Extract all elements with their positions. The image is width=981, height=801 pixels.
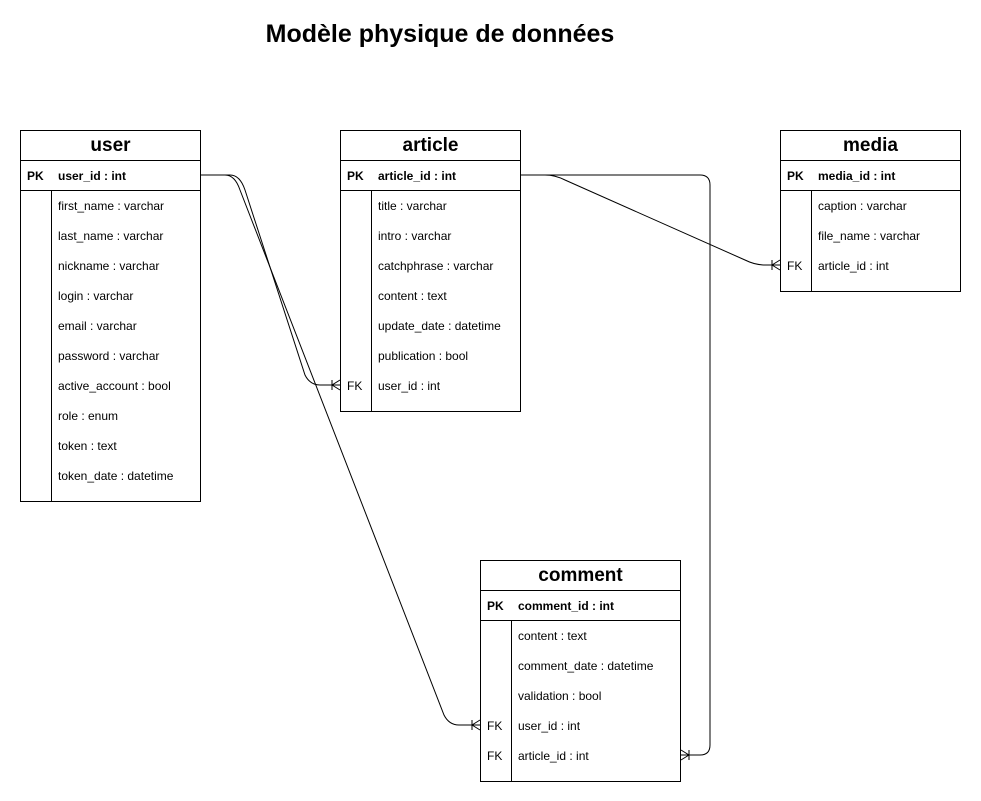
field-row: FK article_id : int: [781, 251, 960, 281]
field-row: nickname : varchar: [21, 251, 200, 281]
field-name: update_date : datetime: [378, 319, 501, 333]
field-name: article_id : int: [518, 749, 589, 763]
field-row: last_name : varchar: [21, 221, 200, 251]
field-name: password : varchar: [58, 349, 160, 363]
field-row: token_date : datetime: [21, 461, 200, 491]
entity-article[interactable]: article PK article_id : int title : varc…: [340, 130, 521, 412]
field-name: user_id : int: [518, 719, 581, 733]
field-name: caption : varchar: [818, 199, 907, 213]
field-name: content : text: [518, 629, 587, 643]
entity-user[interactable]: user PK user_id : int first_name : varch…: [20, 130, 201, 502]
field-name: role : enum: [58, 409, 119, 423]
body-padding: [481, 771, 680, 781]
field-row: token : text: [21, 431, 200, 461]
field-row: comment_date : datetime: [481, 651, 680, 681]
field-name: login : varchar: [58, 289, 134, 303]
crowsfoot-icon: [771, 259, 781, 271]
field-name: token_date : datetime: [58, 469, 174, 483]
field-name: article_id : int: [818, 259, 889, 273]
entity-header: comment: [481, 561, 680, 591]
key-marker: PK: [27, 168, 44, 183]
field-row: login : varchar: [21, 281, 200, 311]
field-row: update_date : datetime: [341, 311, 520, 341]
field-name: comment_date : datetime: [518, 659, 654, 673]
relation-article-media: [521, 174, 780, 266]
field-row: content : text: [481, 621, 680, 651]
key-marker: PK: [487, 598, 504, 613]
entity-fields: title : varchar intro : varchar catchphr…: [341, 191, 520, 411]
relation-user-article: [201, 174, 340, 386]
crowsfoot-icon: [471, 719, 481, 731]
body-padding: [781, 281, 960, 291]
field-row: catchphrase : varchar: [341, 251, 520, 281]
field-name: nickname : varchar: [58, 259, 160, 273]
entity-fields: content : text comment_date : datetime v…: [481, 621, 680, 781]
field-row: password : varchar: [21, 341, 200, 371]
field-row: FK user_id : int: [341, 371, 520, 401]
field-name: validation : bool: [518, 689, 602, 703]
entity-fields: first_name : varchar last_name : varchar…: [21, 191, 200, 501]
crowsfoot-icon: [680, 749, 690, 761]
field-name: intro : varchar: [378, 229, 452, 243]
field-row: FK user_id : int: [481, 711, 680, 741]
primary-key-row: PK user_id : int: [21, 161, 200, 191]
key-marker: FK: [347, 379, 363, 393]
field-name: media_id : int: [818, 168, 896, 183]
field-row: email : varchar: [21, 311, 200, 341]
field-name: content : text: [378, 289, 447, 303]
field-row: caption : varchar: [781, 191, 960, 221]
field-name: email : varchar: [58, 319, 137, 333]
field-name: comment_id : int: [518, 598, 615, 613]
key-marker: PK: [347, 168, 364, 183]
key-marker: FK: [487, 749, 503, 763]
field-row: active_account : bool: [21, 371, 200, 401]
field-name: token : text: [58, 439, 117, 453]
field-row: FK article_id : int: [481, 741, 680, 771]
primary-key-row: PK comment_id : int: [481, 591, 680, 621]
field-name: user_id : int: [58, 168, 127, 183]
field-name: catchphrase : varchar: [378, 259, 494, 273]
entity-header: user: [21, 131, 200, 161]
crowsfoot-icon: [331, 379, 341, 391]
field-row: publication : bool: [341, 341, 520, 371]
field-row: intro : varchar: [341, 221, 520, 251]
field-name: title : varchar: [378, 199, 447, 213]
field-row: role : enum: [21, 401, 200, 431]
primary-key-row: PK article_id : int: [341, 161, 520, 191]
key-marker: FK: [787, 259, 803, 273]
entity-header: media: [781, 131, 960, 161]
entity-header: article: [341, 131, 520, 161]
key-marker: FK: [487, 719, 503, 733]
entity-media[interactable]: media PK media_id : int caption : varcha…: [780, 130, 961, 292]
field-name: active_account : bool: [58, 379, 171, 393]
field-name: publication : bool: [378, 349, 469, 363]
field-name: first_name : varchar: [58, 199, 165, 213]
entity-fields: caption : varchar file_name : varchar FK…: [781, 191, 960, 291]
field-row: content : text: [341, 281, 520, 311]
field-row: validation : bool: [481, 681, 680, 711]
primary-key-row: PK media_id : int: [781, 161, 960, 191]
field-row: file_name : varchar: [781, 221, 960, 251]
body-padding: [21, 491, 200, 501]
field-name: user_id : int: [378, 379, 441, 393]
diagram-title: Modèle physique de données: [265, 20, 615, 48]
field-name: article_id : int: [378, 168, 457, 183]
body-padding: [341, 401, 520, 411]
field-name: last_name : varchar: [58, 229, 164, 243]
field-row: title : varchar: [341, 191, 520, 221]
key-marker: PK: [787, 168, 804, 183]
entity-comment[interactable]: comment PK comment_id : int content : te…: [480, 560, 681, 782]
field-name: file_name : varchar: [818, 229, 921, 243]
field-row: first_name : varchar: [21, 191, 200, 221]
